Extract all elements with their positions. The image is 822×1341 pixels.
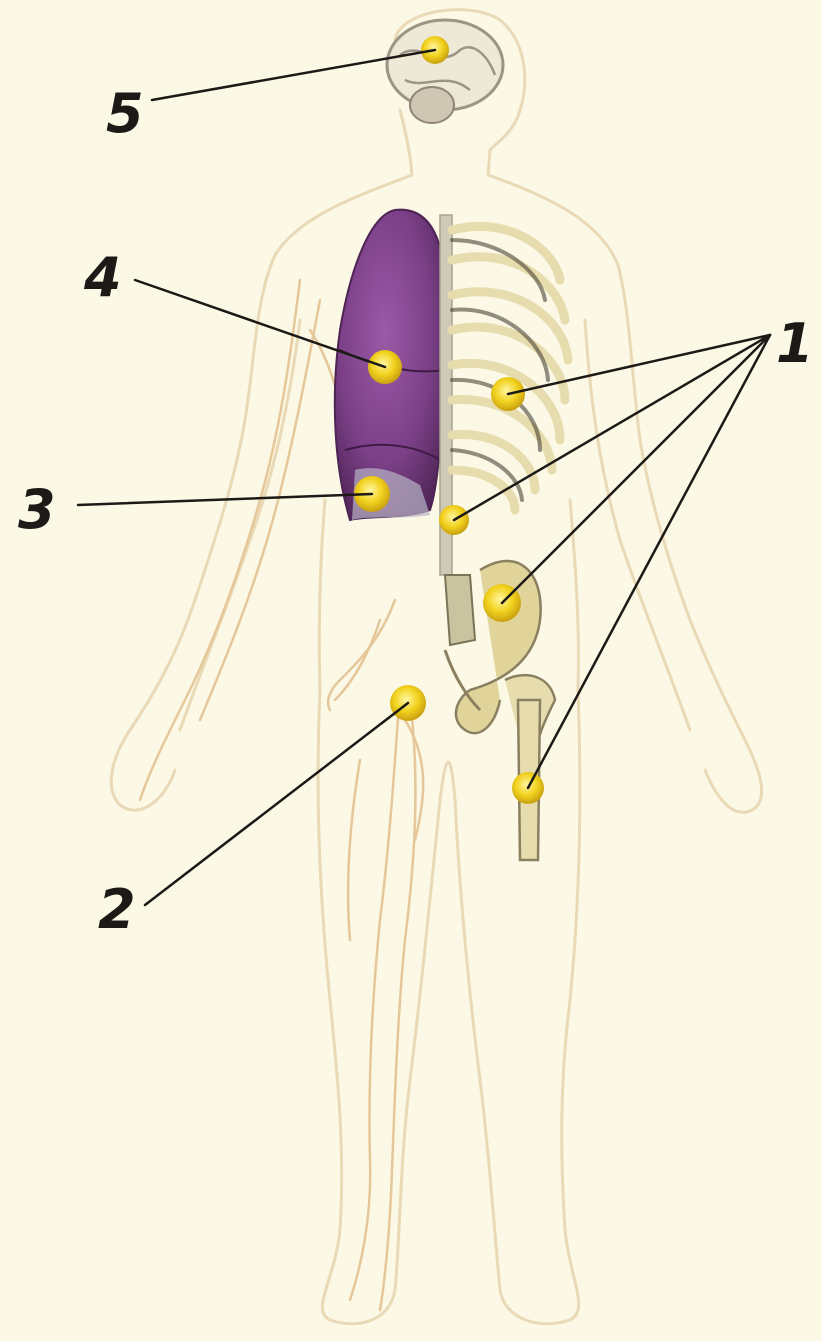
label-3: 3 [18,478,56,541]
label-4: 4 [83,246,122,309]
brain-illustration [387,20,503,123]
body-outline [111,10,761,1324]
label-5: 5 [106,82,144,145]
label-1: 1 [776,312,814,375]
label-2: 2 [98,878,136,941]
leader-line-2 [145,703,408,905]
